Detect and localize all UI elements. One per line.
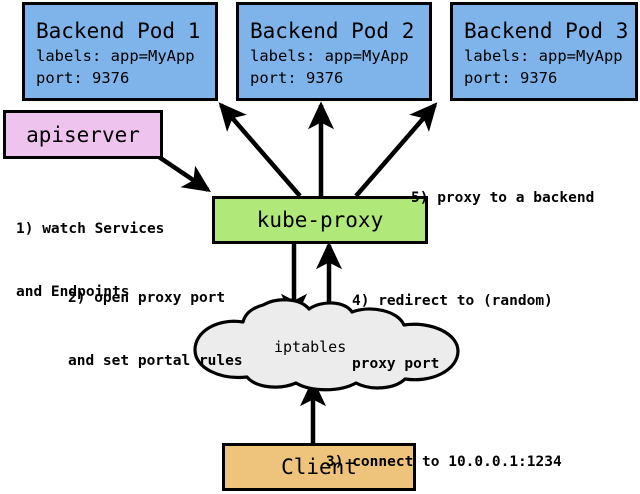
apiserver-label: apiserver bbox=[26, 122, 140, 147]
step-2-line-2: and set portal rules bbox=[68, 353, 243, 369]
step-2-line-1: 2) open proxy port bbox=[68, 290, 226, 306]
backend-pod-3-port: port: 9376 bbox=[464, 68, 558, 87]
backend-pod-2-box[interactable]: Backend Pod 2 labels: app=MyApp port: 93… bbox=[236, 2, 432, 101]
step-5-line-1: 5) proxy to a backend bbox=[411, 190, 595, 206]
step-1-line-2: and Endpoints bbox=[16, 284, 130, 300]
step-3-line-1: 3) connect to 10.0.0.1:1234 bbox=[326, 454, 562, 470]
backend-pod-1-port: port: 9376 bbox=[36, 68, 130, 87]
kube-proxy-label: kube-proxy bbox=[256, 208, 384, 232]
apiserver-box[interactable]: apiserver bbox=[3, 110, 163, 159]
backend-pod-3-title: Backend Pod 3 bbox=[464, 18, 629, 43]
step-4-line-1: 4) redirect to (random) bbox=[352, 293, 553, 309]
backend-pod-3-labels: labels: app=MyApp bbox=[464, 46, 623, 65]
step-2-label: 2) open proxy port and set portal rules bbox=[68, 246, 243, 414]
backend-pod-1-labels: labels: app=MyApp bbox=[36, 46, 195, 65]
iptables-label: iptables bbox=[274, 338, 347, 356]
arrow-kubeproxy-to-pod3 bbox=[354, 102, 438, 198]
backend-pod-1-box[interactable]: Backend Pod 1 labels: app=MyApp port: 93… bbox=[22, 2, 218, 101]
step-4-line-2: proxy port bbox=[352, 356, 440, 372]
client-label: Client bbox=[281, 455, 357, 479]
backend-pod-2-title: Backend Pod 2 bbox=[250, 18, 415, 43]
step-1-line-1: 1) watch Services bbox=[16, 221, 165, 237]
step-4-label: 4) redirect to (random) proxy port bbox=[352, 249, 553, 417]
step-5-label: 5) proxy to a backend bbox=[411, 146, 594, 251]
kube-proxy-box[interactable]: kube-proxy bbox=[212, 196, 428, 244]
backend-pod-3-box[interactable]: Backend Pod 3 labels: app=MyApp port: 93… bbox=[450, 2, 638, 101]
arrow-apiserver-to-kubeproxy bbox=[157, 155, 211, 193]
backend-pod-2-labels: labels: app=MyApp bbox=[250, 46, 409, 65]
step-1-label: 1) watch Services and Endpoints bbox=[16, 177, 164, 345]
client-box[interactable]: Client bbox=[222, 443, 416, 491]
arrow-kubeproxy-to-pod1 bbox=[218, 102, 302, 198]
backend-pod-2-port: port: 9376 bbox=[250, 68, 344, 87]
step-3-label: 3) connect to 10.0.0.1:1234 bbox=[326, 410, 562, 494]
iptables-cloud bbox=[193, 298, 460, 392]
backend-pod-1-title: Backend Pod 1 bbox=[36, 18, 201, 43]
